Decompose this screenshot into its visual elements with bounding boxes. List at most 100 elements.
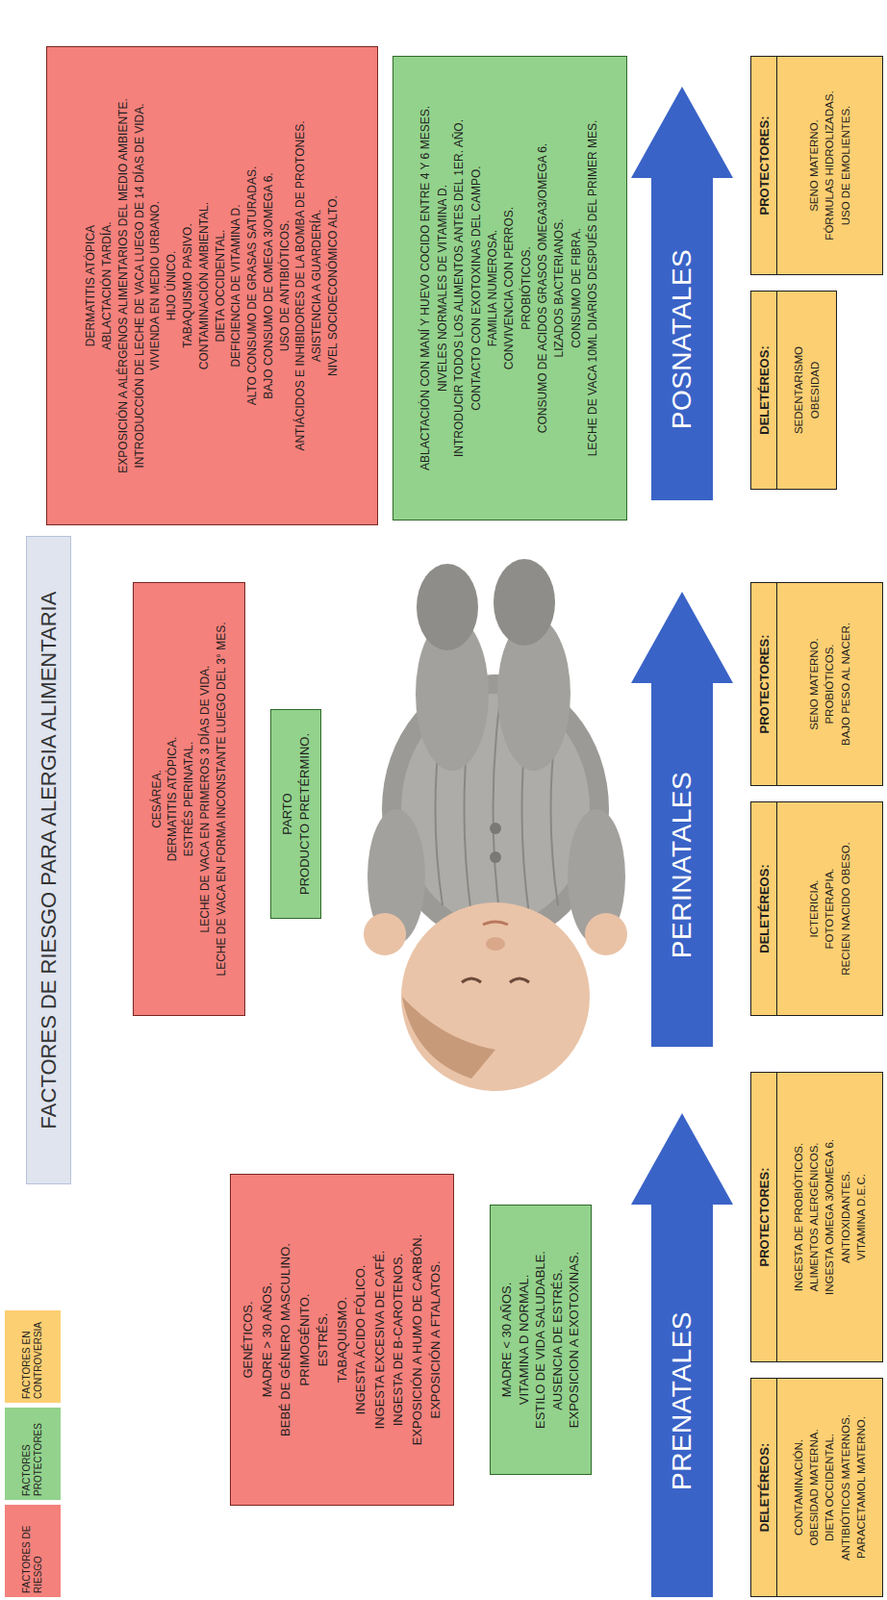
- factor-item: DERMATITIS ATÓPICA: [82, 52, 100, 519]
- factor-item: PARACETAMOL MATERNO.: [853, 1382, 869, 1593]
- factor-item: FAMILIA NUMEROSA.: [484, 62, 502, 514]
- group-heading: DELETÉREOS:: [751, 291, 778, 489]
- baby-hair: [402, 996, 496, 1079]
- stage-label: POSNATALES: [666, 177, 698, 501]
- group-heading: PROTECTORES:: [751, 582, 778, 786]
- group-body: ICTERICIA.FOTOTERAPIA.RECIEN NACIDO OBES…: [777, 802, 883, 1015]
- group-body: SENO MATERNO.PROBIÓTICOS.BAJO PESO AL NA…: [777, 582, 883, 786]
- baby-bootie: [416, 563, 479, 651]
- factor-item: EXPOSICIÓN A ALÉRGENOS ALIMENTARIOS DEL …: [115, 52, 132, 519]
- baby-head: [401, 902, 590, 1091]
- factor-item: CONVIVENCIA CON PERROS.: [501, 62, 518, 514]
- factor-item: INTRODUCIR TODOS LOS ALIMENTOS ANTES DEL…: [451, 62, 468, 514]
- factor-item: ESTRÉS PERINATAL.: [180, 588, 198, 1010]
- factor-item: VITAMINA D NORMAL.: [515, 1211, 533, 1469]
- factor-item: PARTO: [278, 715, 297, 913]
- controversy-box: DELETÉREOS:SEDENTARISMOOBESIDAD: [750, 290, 837, 490]
- factor-item: CONTAMINACIÓN.: [790, 1382, 807, 1593]
- factor-item: TABAQUISMO PASIVO.: [179, 52, 197, 519]
- factor-item: ANTIÁCIDOS E INHIBIDORES DE LA BOMBA DE …: [292, 52, 309, 519]
- factor-item: INGESTA DE PROBIÓTICOS.: [790, 1076, 807, 1358]
- factor-item: LIZADOS BACTERIANOS.: [551, 62, 568, 514]
- factor-item: INGESTA ÁCIDO FÓLICO.: [351, 1180, 371, 1499]
- factor-item: SENO MATERNO.: [806, 60, 822, 271]
- factor-item: USO DE EMOLIENTES.: [837, 60, 854, 271]
- group-heading: PROTECTORES:: [751, 1072, 778, 1362]
- baby-hand: [584, 912, 628, 956]
- factor-item: SEDENTARISMO: [790, 295, 807, 485]
- factor-item: INGESTA EXCESIVA DE CAFÉ.: [370, 1180, 390, 1499]
- baby-eye: [461, 978, 482, 983]
- stage-label: PRENATALES: [666, 1204, 698, 1597]
- factor-item: AUSENCIA DE ESTRÉS.: [549, 1211, 567, 1469]
- stage-arrow: POSNATALES: [631, 86, 734, 501]
- legend-swatch: FACTORES EN CONTROVERSIA: [4, 1310, 61, 1403]
- controversy-box: DELETÉREOS:ICTERICIA.FOTOTERAPIA.RECIEN …: [750, 801, 884, 1016]
- title-text: FACTORES DE RIESGO PARA ALERGIA ALIMENTA…: [36, 591, 62, 1130]
- factor-item: DIETA OCCIDENTAL.: [212, 52, 229, 519]
- factor-item: FOTOTERAPIA.: [821, 806, 837, 1012]
- factor-item: INGESTA DE B-CAROTENOS.: [388, 1180, 408, 1499]
- factor-item: VIVIENDA EN MEDIO URBANO.: [147, 52, 164, 519]
- factor-item: EXPOSICIÓN A FTALATOS.: [426, 1180, 446, 1499]
- factor-item: PRIMOGÉNITO.: [295, 1180, 315, 1499]
- factor-item: INTRODUCCIÓN DE LECHE DE VACA LUEGO DE 1…: [131, 52, 149, 519]
- factor-item: LECHE DE VACA EN PRIMEROS 3 DÍAS DE VIDA…: [197, 588, 214, 1010]
- factor-item: ALIMENTOS ALERGÉNICOS.: [806, 1076, 822, 1358]
- factor-item: OBESIDAD MATERNA.: [806, 1382, 822, 1593]
- factor-item: NIVELES NORMALES DE VITAMINA D.: [434, 62, 452, 514]
- stage-arrow: PRENATALES: [631, 1113, 734, 1597]
- stage-arrow: PERINATALES: [631, 591, 734, 1047]
- factor-item: ANTIBIÓTICOS MATERNOS.: [837, 1382, 854, 1593]
- factor-item: USO DE ANTIBIÓTICOS.: [277, 52, 294, 519]
- legend-text: FACTORES PROTECTORES: [21, 1411, 46, 1496]
- factor-item: DEFICIENCIA DE VITAMINA D.: [228, 52, 245, 519]
- factor-item: LECHE DE VACA 10ML DIARIOS DESPUÉS DEL P…: [584, 62, 602, 514]
- factor-item: ANTIOXIDANTES.: [837, 1076, 854, 1358]
- factor-item: EXPOSICIÓN A HUMO DE CARBÓN.: [407, 1180, 428, 1499]
- factor-item: ABLACTACIÓN CON MANÍ Y HUEVO COCIDO ENTR…: [417, 62, 434, 514]
- button: [489, 851, 502, 863]
- factor-item: RECIEN NACIDO OBESO.: [837, 806, 854, 1012]
- arrow-label-holder: PERINATALES: [666, 683, 698, 1047]
- button: [489, 822, 502, 835]
- factor-item: CESÁREA.: [149, 588, 166, 1010]
- legend-swatch: FACTORES DE RIESGO: [4, 1504, 61, 1597]
- factor-item: MADRE < 30 AÑOS.: [498, 1211, 516, 1469]
- risk-factor-box: GENÉTICOS.MADRE > 30 AÑOS.BEBÉ DE GÉNERO…: [229, 1173, 455, 1506]
- factor-item: LECHE DE VACA EN FORMA INCONSTANTE LUEGO…: [213, 588, 230, 1010]
- baby-mouth: [482, 921, 508, 925]
- factor-item: SENO MATERNO.: [806, 586, 822, 782]
- factor-item: ASISTENCIA A GUARDERÍA.: [308, 52, 326, 519]
- controversy-box: PROTECTORES:SENO MATERNO.PROBIÓTICOS.BAJ…: [750, 582, 884, 786]
- legend-text: FACTORES EN CONTROVERSIA: [21, 1314, 46, 1399]
- baby-eye: [509, 978, 530, 983]
- baby-bootie: [493, 558, 556, 646]
- factor-item: CONTAMINACIÓN AMBIENTAL.: [196, 52, 213, 519]
- controversy-box: PROTECTORES:SENO MATERNO.FÓRMULAS HIDROL…: [750, 55, 884, 276]
- controversy-box: PROTECTORES: INGESTA DE PROBIÓTICOS.ALIME…: [750, 1071, 884, 1363]
- factor-item: CONTACTO CON EXOTOXINAS DEL CAMPO.: [468, 62, 485, 514]
- protective-factor-box: MADRE < 30 AÑOS.VITAMINA D NORMAL.ESTILO…: [489, 1204, 592, 1475]
- factor-item: DERMATITIS ATÓPICA.: [164, 588, 181, 1010]
- protective-factor-box: ABLACTACIÓN CON MANÍ Y HUEVO COCIDO ENTR…: [392, 55, 628, 521]
- arrow-path: [631, 1113, 734, 1597]
- factor-item: BEBÉ DE GÉNERO MASCULINO.: [276, 1180, 296, 1499]
- risk-factor-box: CESÁREA.DERMATITIS ATÓPICA.ESTRÉS PERINA…: [132, 582, 246, 1016]
- arrow-label-holder: PRENATALES: [666, 1204, 698, 1597]
- factor-item: INGESTA OMEGA 3/OMEGA 6.: [821, 1076, 837, 1358]
- factor-item: DIETA OCCIDENTAL.: [821, 1382, 837, 1593]
- factor-item: EXPOSICION A EXOTOXINAS.: [565, 1211, 583, 1469]
- factor-item: GENÉTICOS.: [238, 1180, 258, 1499]
- controversy-box: DELETÉREOS:CONTAMINACIÓN.OBESIDAD MATERN…: [750, 1377, 884, 1597]
- arrow-path: [631, 86, 734, 501]
- legend-text: FACTORES DE RIESGO: [21, 1508, 46, 1594]
- baby-nose: [485, 937, 506, 951]
- factor-item: CONSUMO DE FIBRA.: [568, 62, 585, 514]
- group-body: SENO MATERNO.FÓRMULAS HIDROLIZADAS.USO D…: [777, 56, 883, 275]
- factor-item: TABAQUISMO.: [332, 1180, 353, 1499]
- factor-item: MADRE > 30 AÑOS.: [257, 1180, 278, 1499]
- knit-line: [493, 698, 502, 920]
- factor-item: ALTO CONSUMO DE GRASAS SATURADAS.: [244, 52, 261, 519]
